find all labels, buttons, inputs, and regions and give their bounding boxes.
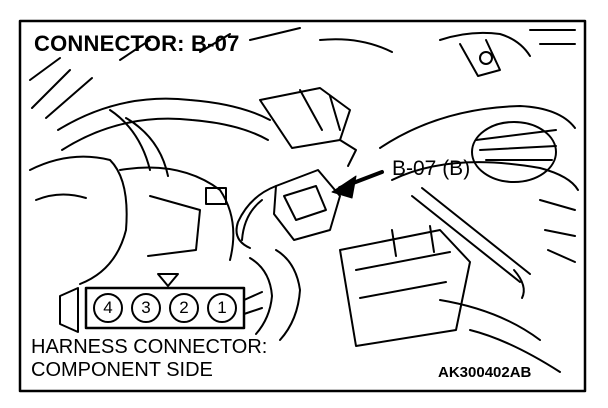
connector-pin-2: 2 — [169, 293, 199, 323]
callout-label: B-07 (B) — [392, 157, 471, 180]
connector-title: CONNECTOR: B-07 — [34, 31, 240, 56]
connector-pin-3: 3 — [131, 293, 161, 323]
harness-label-line2: COMPONENT SIDE — [31, 359, 213, 381]
harness-connector-body — [84, 286, 246, 330]
figure-code: AK300402AB — [438, 364, 532, 381]
callout-arrow-head — [331, 175, 357, 199]
figure-border — [18, 19, 587, 393]
connector-pin-1: 1 — [207, 293, 237, 323]
connector-lock-marker — [157, 273, 179, 287]
harness-label-line1: HARNESS CONNECTOR: — [31, 336, 268, 358]
connector-pin-4: 4 — [93, 293, 123, 323]
